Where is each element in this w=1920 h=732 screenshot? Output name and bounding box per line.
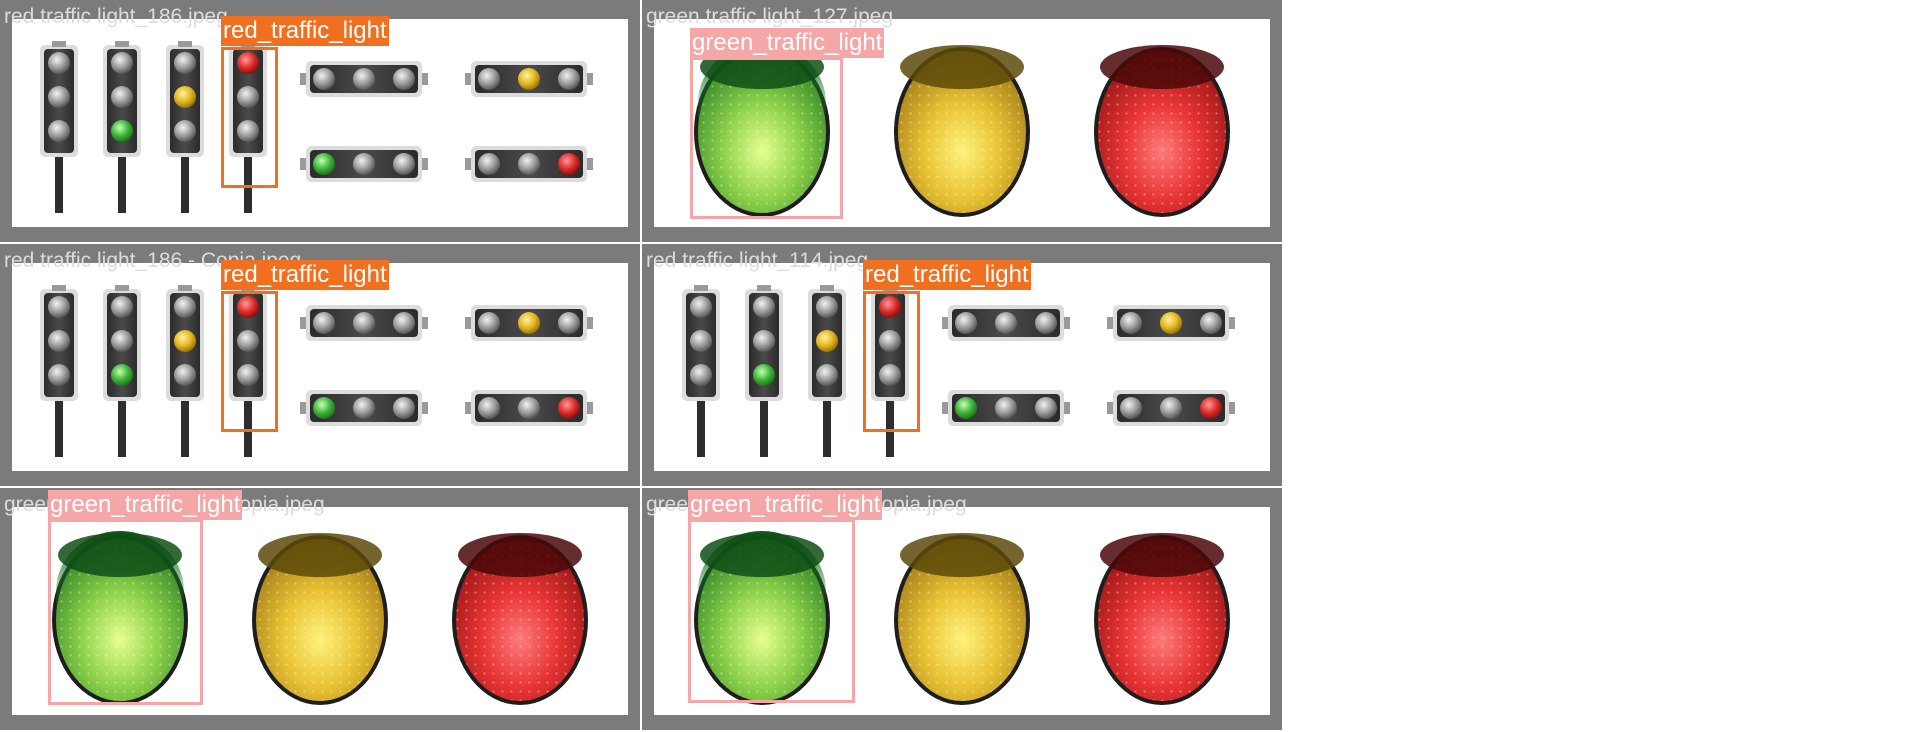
tile-image — [654, 507, 1270, 715]
image-tile[interactable]: green traffic light_127 - Copia.jpeg gre… — [0, 488, 640, 730]
image-filename: red traffic light_114.jpeg — [646, 249, 869, 272]
detection-label: green_traffic_light — [688, 490, 883, 520]
image-tile[interactable]: green traffic light_127.jpeg green_traff… — [642, 0, 1282, 242]
detection-label: red_traffic_light — [863, 260, 1031, 290]
detection-box-red-traffic-light — [221, 47, 278, 188]
detection-box-red-traffic-light — [863, 291, 920, 432]
tile-image — [12, 507, 628, 715]
detection-box-green-traffic-light — [48, 519, 203, 705]
image-filename: red traffic light_186.jpeg — [4, 5, 228, 28]
detection-box-green-traffic-light — [688, 519, 855, 703]
detection-label: red_traffic_light — [221, 16, 389, 46]
detection-label: green_traffic_light — [48, 490, 243, 520]
detection-label: green_traffic_light — [690, 28, 885, 58]
tile-image — [654, 263, 1270, 471]
traffic-light-set-picture — [654, 263, 1270, 471]
image-filename: green traffic light_127.jpeg — [646, 5, 894, 28]
detection-label: red_traffic_light — [221, 260, 389, 290]
traffic-light-set-picture — [12, 19, 628, 227]
image-tile[interactable]: red traffic light_186.jpeg red_traffic_l… — [0, 0, 640, 242]
detection-box-red-traffic-light — [221, 291, 278, 432]
tile-image — [12, 19, 628, 227]
image-tile[interactable]: green traffic light_127 - Copia.jpeg gre… — [642, 488, 1282, 730]
image-tile[interactable]: red traffic light_114.jpeg red_traffic_l… — [642, 244, 1282, 486]
detection-box-green-traffic-light — [690, 57, 843, 219]
traffic-light-set-picture — [12, 263, 628, 471]
image-tile[interactable]: red traffic light_186 - Copia.jpeg red_t… — [0, 244, 640, 486]
tile-image — [12, 263, 628, 471]
